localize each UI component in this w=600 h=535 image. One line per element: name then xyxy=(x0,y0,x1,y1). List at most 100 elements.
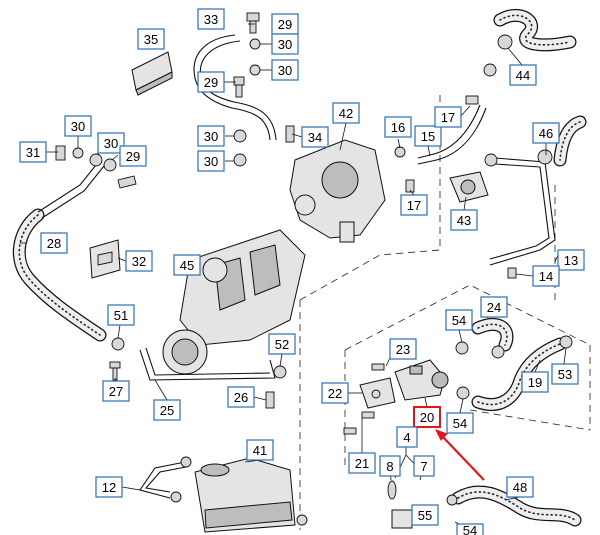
callout-label: 35 xyxy=(144,32,158,47)
callout-30-mid-1[interactable]: 30 xyxy=(197,125,225,147)
part-35-shield xyxy=(131,51,173,96)
callout-7[interactable]: 7 xyxy=(413,455,435,477)
callout-label: 53 xyxy=(558,367,572,382)
callout-label: 21 xyxy=(355,456,369,471)
callout-54-a[interactable]: 54 xyxy=(445,309,473,331)
callout-label: 7 xyxy=(420,459,427,474)
callout-label: 44 xyxy=(516,68,530,83)
callout-53[interactable]: 53 xyxy=(551,363,579,385)
callout-15[interactable]: 15 xyxy=(414,125,442,147)
callout-label: 28 xyxy=(47,236,61,251)
callout-30-left-1[interactable]: 30 xyxy=(64,115,92,137)
callout-label: 22 xyxy=(328,386,342,401)
callout-52[interactable]: 52 xyxy=(268,333,296,355)
callout-17-top[interactable]: 17 xyxy=(434,106,462,128)
part-43-flange xyxy=(449,171,489,203)
callout-30-top-1[interactable]: 30 xyxy=(271,33,299,55)
callout-23[interactable]: 23 xyxy=(389,338,417,360)
callout-label: 54 xyxy=(452,313,466,328)
callout-29-left[interactable]: 29 xyxy=(119,145,147,167)
hose-46 xyxy=(553,115,587,167)
hose-24 xyxy=(471,317,514,352)
pipe-13 xyxy=(489,157,556,266)
hose-19 xyxy=(471,337,567,411)
part-32-bracket xyxy=(89,239,121,279)
callout-label: 19 xyxy=(528,375,542,390)
callout-21[interactable]: 21 xyxy=(348,452,376,474)
callout-label: 30 xyxy=(104,136,118,151)
callout-46[interactable]: 46 xyxy=(532,122,560,144)
callout-43[interactable]: 43 xyxy=(450,209,478,231)
callout-26[interactable]: 26 xyxy=(227,386,255,408)
callout-31[interactable]: 31 xyxy=(19,141,47,163)
hose-48 xyxy=(451,485,582,527)
hardware xyxy=(55,12,573,526)
callout-14[interactable]: 14 xyxy=(532,265,560,287)
callout-label: 29 xyxy=(126,149,140,164)
callout-label: 48 xyxy=(513,480,527,495)
callout-label: 16 xyxy=(391,120,405,135)
callout-label: 30 xyxy=(278,37,292,52)
callout-label: 34 xyxy=(308,130,322,145)
callout-24[interactable]: 24 xyxy=(480,296,508,318)
callout-20-highlighted[interactable]: 20 xyxy=(413,406,441,428)
callout-30-mid-2[interactable]: 30 xyxy=(197,150,225,172)
callout-label: 30 xyxy=(278,63,292,78)
callout-label: 52 xyxy=(275,337,289,352)
part-20-pump xyxy=(394,359,449,401)
callout-label: 33 xyxy=(204,12,218,27)
callout-54-b[interactable]: 54 xyxy=(446,412,474,434)
callout-8[interactable]: 8 xyxy=(379,455,401,477)
callout-label: 13 xyxy=(564,253,578,268)
callout-41[interactable]: 41 xyxy=(246,439,274,461)
callout-30-top-2[interactable]: 30 xyxy=(271,59,299,81)
callout-label: 17 xyxy=(407,198,421,213)
callout-label: 31 xyxy=(26,145,40,160)
callout-label: 30 xyxy=(204,154,218,169)
callout-12[interactable]: 12 xyxy=(95,476,123,498)
callout-34[interactable]: 34 xyxy=(301,126,329,148)
callout-48[interactable]: 48 xyxy=(506,476,534,498)
callout-label: 42 xyxy=(339,106,353,121)
callout-44[interactable]: 44 xyxy=(509,64,537,86)
pipe-33 xyxy=(193,34,277,141)
callout-label: 24 xyxy=(487,300,501,315)
callout-label: 43 xyxy=(457,213,471,228)
callout-54-c[interactable]: 54 xyxy=(456,523,484,535)
part-22-bracket xyxy=(359,377,396,409)
callout-32[interactable]: 32 xyxy=(125,250,153,272)
callout-22[interactable]: 22 xyxy=(321,382,349,404)
callout-label: 41 xyxy=(253,443,267,458)
pipe-12 xyxy=(139,461,187,499)
callout-29-mid[interactable]: 29 xyxy=(197,71,225,93)
callout-25[interactable]: 25 xyxy=(153,399,181,421)
hose-28 xyxy=(12,208,107,342)
callout-label: 26 xyxy=(234,390,248,405)
callout-55[interactable]: 55 xyxy=(411,504,439,526)
callout-label: 30 xyxy=(204,129,218,144)
callout-13[interactable]: 13 xyxy=(557,249,585,271)
callout-4[interactable]: 4 xyxy=(396,426,418,448)
callout-label: 14 xyxy=(539,269,553,284)
callout-17-mid[interactable]: 17 xyxy=(400,194,428,216)
callout-42[interactable]: 42 xyxy=(332,102,360,124)
callout-16[interactable]: 16 xyxy=(384,116,412,138)
callout-label: 55 xyxy=(418,508,432,523)
callout-label: 12 xyxy=(102,480,116,495)
callout-35[interactable]: 35 xyxy=(137,28,165,50)
callout-27[interactable]: 27 xyxy=(102,380,130,402)
callout-30-left-2[interactable]: 30 xyxy=(97,132,125,154)
callout-29-top[interactable]: 29 xyxy=(271,13,299,35)
callout-label: 20 xyxy=(420,410,434,425)
callout-45[interactable]: 45 xyxy=(173,254,201,276)
part-45-turbo xyxy=(162,229,306,375)
pipe-31 xyxy=(37,159,105,219)
callout-33[interactable]: 33 xyxy=(197,8,225,30)
callout-label: 17 xyxy=(441,110,455,125)
callout-51[interactable]: 51 xyxy=(107,304,135,326)
callout-28[interactable]: 28 xyxy=(40,232,68,254)
callout-label: 45 xyxy=(180,258,194,273)
callout-19[interactable]: 19 xyxy=(521,371,549,393)
